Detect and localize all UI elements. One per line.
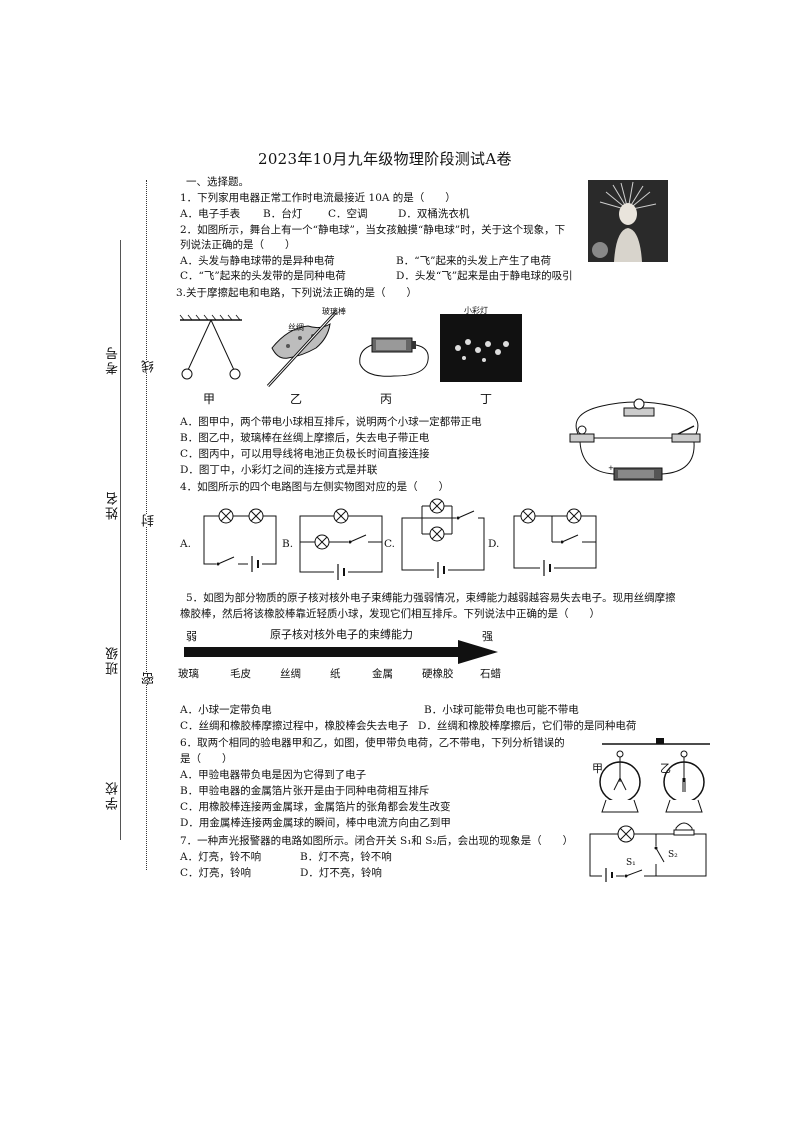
q3-option-b: B．图乙中，玻璃棒在丝绸上摩擦后，失去电子带正电: [180, 432, 430, 444]
q4-label-c: C.: [384, 538, 395, 550]
q6-electroscopes: [599, 738, 710, 813]
q1-stem: 1．下列家用电器正常工作时电流最接近 10A 的是（ ）: [180, 192, 456, 204]
q3-figure-jia: [179, 314, 242, 380]
q5-option-d: D．丝绸和橡胶棒摩擦后，它们带的是同种电荷: [418, 720, 637, 732]
q3-label-jia: 甲: [203, 392, 216, 406]
q2-option-b: B．“飞”起来的头发上产生了电荷: [396, 255, 551, 267]
q6-label-yi: 乙: [660, 762, 671, 775]
q4-label-d: D.: [488, 538, 500, 550]
page-title: 2023年10月九年级物理阶段测试A卷: [258, 150, 512, 168]
q6-option-c: C．用橡胶棒连接两金属球，金属箔片的张角都会发生改变: [180, 801, 451, 813]
q4-label-b: B.: [282, 538, 294, 550]
q7-stem: 7．一种声光报警器的电路如图所示。闭合开关 S₁和 S₂后，会出现的现象是（ ）: [180, 835, 574, 847]
q5-material-fur: 毛皮: [230, 668, 251, 680]
q3-label-bing: 丙: [380, 392, 393, 406]
q5-stem-line2: 橡胶棒，然后将该橡胶棒靠近轻质小球，发现它们相互排斥。下列说法中正确的是（ ）: [180, 608, 600, 620]
section-heading: 一、选择题。: [186, 176, 249, 188]
q7-switch-s1: S₁: [626, 858, 636, 868]
q1-option-b: B．台灯: [263, 208, 303, 220]
q5-option-a: A．小球一定带负电: [180, 704, 272, 716]
q5-material-metal: 金属: [372, 668, 393, 680]
q3-figure-bing: [359, 337, 429, 377]
q2-option-d: D．头发“飞”起来是由于静电球的吸引: [396, 270, 573, 282]
binding-mark-seal: 封: [140, 514, 159, 527]
q6-option-a: A．甲验电器带负电是因为它得到了电子: [180, 769, 367, 781]
q5-material-paraffin: 石蜡: [480, 668, 501, 680]
q7-option-a: A．灯亮，铃不响: [180, 851, 262, 863]
q5-material-hard-rubber: 硬橡胶: [422, 668, 454, 680]
q3-option-c: C．图丙中，可以用导线将电池正负极长时间直接连接: [180, 448, 430, 460]
q7-option-c: C．灯亮，铃响: [180, 867, 252, 879]
q5-arrow-bar: [184, 640, 498, 664]
binding-mark-secret: 密: [140, 672, 159, 685]
q2-option-a: A．头发与静电球带的是异种电荷: [180, 255, 335, 267]
binding-dotted-line-outer: [120, 240, 121, 840]
q4-stem: 4．如图所示的四个电路图与左侧实物图对应的是（ ）: [180, 481, 450, 493]
q5-strong-label: 强: [482, 630, 493, 643]
q4-label-a: A.: [180, 538, 191, 550]
q6-label-jia: 甲: [592, 762, 603, 775]
q1-option-a: A．电子手表: [180, 208, 241, 220]
q3-stem: 3.关于摩擦起电和电路，下列说法正确的是（ ）: [176, 287, 418, 299]
class-label: 班级: [106, 645, 121, 675]
q3-option-d: D．图丁中，小彩灯之间的连接方式是并联: [180, 464, 378, 476]
q6-option-d: D．用金属棒连接两金属球的瞬间，棒中电流方向由乙到甲: [180, 817, 451, 829]
q5-stem-line1: 5．如图为部分物质的原子核对核外电子束缚能力强弱情况，束缚能力越弱越容易失去电子…: [186, 592, 676, 604]
q2-stem-line2: 列说法正确的是（ ）: [180, 239, 296, 251]
q3-figure-yi: [266, 310, 338, 388]
q3-label-yi: 乙: [290, 392, 303, 406]
q5-material-glass: 玻璃: [178, 668, 199, 680]
q7-switch-s2: S₂: [668, 850, 678, 860]
q7-option-b: B．灯不亮，铃不响: [300, 851, 392, 863]
q7-alarm-circuit: [589, 822, 707, 882]
q3-figure-ding: [440, 314, 522, 382]
q1-option-c: C．空调: [328, 208, 368, 220]
binding-mark-line: 线: [140, 360, 159, 373]
static-ball-photo: [588, 180, 668, 262]
svg-text:+: +: [608, 464, 614, 472]
q6-option-b: B．甲验电器的金属箔片张开是由于同种电荷相互排斥: [180, 785, 430, 797]
name-label: 姓名: [106, 490, 121, 520]
school-label: 学校: [106, 780, 121, 810]
q3-rod-label: 玻璃棒: [322, 307, 346, 316]
q7-option-d: D．灯不亮，铃响: [300, 867, 382, 879]
q3-silk-label: 丝绸: [288, 323, 304, 332]
q6-stem-line1: 6．取两个相同的验电器甲和乙，如图，使甲带负电荷，乙不带电，下列分析错误的: [180, 737, 565, 749]
q2-stem-line1: 2．如图所示，舞台上有一个“静电球”，当女孩触摸“静电球”时，关于这个现象，下: [180, 224, 566, 236]
q5-option-b: B．小球可能带负电也可能不带电: [424, 704, 579, 716]
q4-circuits: [203, 498, 597, 581]
q5-weak-label: 弱: [186, 630, 197, 643]
q1-option-d: D．双桶洗衣机: [398, 208, 470, 220]
q5-material-silk: 丝绸: [280, 668, 301, 680]
q4-physical-circuit: +: [569, 398, 701, 481]
q2-option-c: C．“飞”起来的头发带的是同种电荷: [180, 270, 346, 282]
q3-label-ding: 丁: [480, 392, 493, 406]
q5-material-paper: 纸: [330, 668, 341, 680]
exam-number-label: 考号: [106, 345, 121, 375]
q5-option-c: C．丝绸和橡胶棒摩擦过程中，橡胶棒会失去电子: [180, 720, 409, 732]
q6-stem-line2: 是（ ）: [180, 753, 233, 765]
q3-option-a: A．图甲中，两个带电小球相互排斥，说明两个小球一定都带正电: [180, 416, 482, 428]
q5-arrow-title: 原子核对核外电子的束缚能力: [270, 628, 413, 641]
q3-lights-label: 小彩灯: [464, 306, 488, 315]
